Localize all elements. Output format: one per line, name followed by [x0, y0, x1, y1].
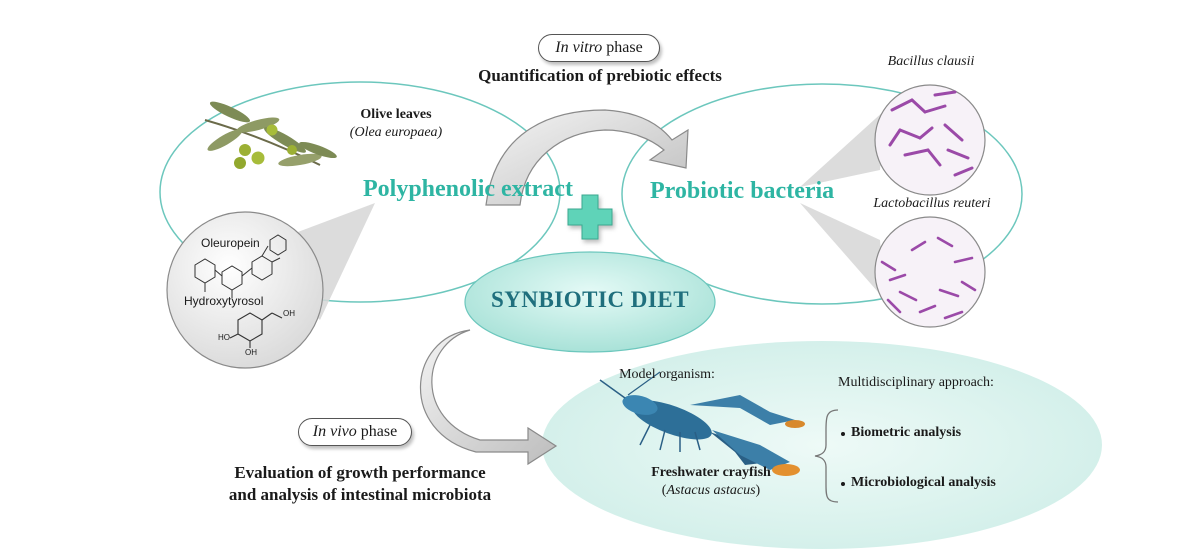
- in-vitro-phase-pill: In vitro phase: [538, 34, 660, 62]
- crayfish-latin-close: ): [755, 483, 761, 498]
- bacillus-clausii-label: Bacillus clausii: [887, 54, 975, 69]
- crayfish-title: Freshwater crayfish: [651, 465, 771, 480]
- bacillus-callout-wedge: [800, 110, 885, 187]
- lactobacillus-reuteri-label: Lactobacillus reuteri: [873, 196, 991, 211]
- polyphenolic-extract-label: Polyphenolic extract: [363, 176, 573, 202]
- biometric-analysis-item: Biometric analysis: [851, 425, 962, 440]
- oh-label: OH: [283, 309, 295, 318]
- multidisciplinary-approach-label: Multidisciplinary approach:: [838, 375, 994, 390]
- in-vivo-arrow: [419, 329, 558, 466]
- left-ellipse: [159, 81, 561, 303]
- oh-label-bottom: OH: [245, 348, 257, 357]
- lactobacillus-callout-wedge: [800, 203, 885, 300]
- plus-icon: [567, 194, 613, 240]
- bacillus-rods-icon: [888, 90, 974, 177]
- crayfish-latin: (Astacus astacus): [636, 483, 786, 499]
- right-ellipse: [621, 83, 1023, 305]
- crayfish-latin-open: (: [661, 483, 667, 498]
- synbiotic-ellipse: [464, 251, 716, 353]
- in-vivo-italic: In vivo: [312, 423, 357, 440]
- olive-leaves-title: Olive leaves: [360, 107, 432, 122]
- crayfish-icon: [599, 371, 805, 476]
- synbiotic-diet-label: SYNBIOTIC DIET: [490, 287, 690, 312]
- lactobacillus-rods-icon: [880, 236, 977, 320]
- oleuropein-label: Oleuropein: [201, 236, 260, 250]
- in-vivo-heading-line1: Evaluation of growth performance: [234, 463, 486, 482]
- oleuropein-structure-icon: [194, 234, 287, 298]
- in-vivo-heading-line2: and analysis of intestinal microbiota: [228, 485, 492, 504]
- microbiological-analysis-item: Microbiological analysis: [851, 475, 996, 490]
- hydroxytyrosol-label: Hydroxytyrosol: [184, 294, 264, 308]
- prebiotic-arrow: [485, 109, 689, 206]
- in-vitro-heading: Quantification of prebiotic effects: [478, 66, 722, 85]
- ho-label: HO: [218, 333, 230, 342]
- in-vivo-ellipse: [542, 341, 1102, 549]
- in-vivo-phase-word: phase: [356, 423, 398, 440]
- bullet-icon: [841, 482, 845, 486]
- olive-leaves-latin: (Olea europaea): [349, 125, 443, 140]
- olive-branch-icon: [204, 101, 337, 169]
- analysis-brace: [814, 409, 839, 503]
- in-vitro-phase-word: phase: [602, 39, 643, 56]
- probiotic-bacteria-label: Probiotic bacteria: [650, 178, 835, 204]
- model-organism-label: Model organism:: [619, 367, 715, 382]
- in-vivo-phase-pill: In vivo phase: [298, 418, 412, 446]
- bacillus-micrograph: [874, 84, 986, 196]
- in-vitro-italic: In vitro: [555, 39, 603, 56]
- lactobacillus-micrograph: [874, 216, 986, 328]
- hydroxytyrosol-structure-icon: [229, 312, 283, 348]
- crayfish-latin-name: Astacus astacus: [666, 483, 756, 498]
- bullet-icon: [841, 432, 845, 436]
